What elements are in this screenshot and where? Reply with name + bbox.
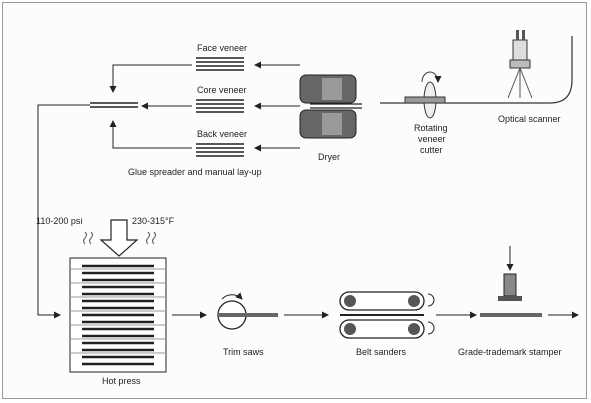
glue-spreader-stack <box>90 102 138 108</box>
rotating-cutter-label-3: cutter <box>420 145 443 155</box>
press-arrow-icon <box>99 219 139 257</box>
rotating-cutter-icon <box>404 71 446 119</box>
belt-sander-icon <box>339 291 435 339</box>
face-veneer-stack <box>196 57 244 71</box>
arrow-back-to-glue <box>109 120 192 149</box>
trim-saws-label: Trim saws <box>223 347 264 357</box>
grade-stamper-label: Grade-trademark stamper <box>458 347 562 357</box>
arrow-face-to-glue <box>109 64 192 93</box>
rotating-cutter-label-2: veneer <box>418 134 446 144</box>
arrow-glue-to-press <box>37 104 90 319</box>
rotating-cutter-label-1: Rotating <box>414 123 448 133</box>
dryer-icon <box>299 74 362 139</box>
pressure-label: 110-200 psi <box>36 216 82 226</box>
trim-saw-icon <box>217 292 278 330</box>
optical-scanner-label: Optical scanner <box>498 114 561 124</box>
hot-press-icon <box>69 257 167 373</box>
stamper-icon <box>480 246 542 317</box>
hot-press-label: Hot press <box>102 376 141 386</box>
back-veneer-label: Back veneer <box>197 129 247 139</box>
optical-scanner-icon <box>507 30 533 99</box>
back-veneer-stack <box>196 143 244 157</box>
belt-sanders-label: Belt sanders <box>356 347 407 357</box>
core-veneer-label: Core veneer <box>197 85 247 95</box>
face-veneer-label: Face veneer <box>197 43 247 53</box>
glue-spreader-label: Glue spreader and manual lay-up <box>128 167 262 177</box>
conveyor-line <box>549 36 573 104</box>
temperature-label: 230-315°F <box>132 216 175 226</box>
core-veneer-stack <box>196 99 244 113</box>
heat-icon <box>83 231 156 245</box>
dryer-label: Dryer <box>318 152 340 162</box>
